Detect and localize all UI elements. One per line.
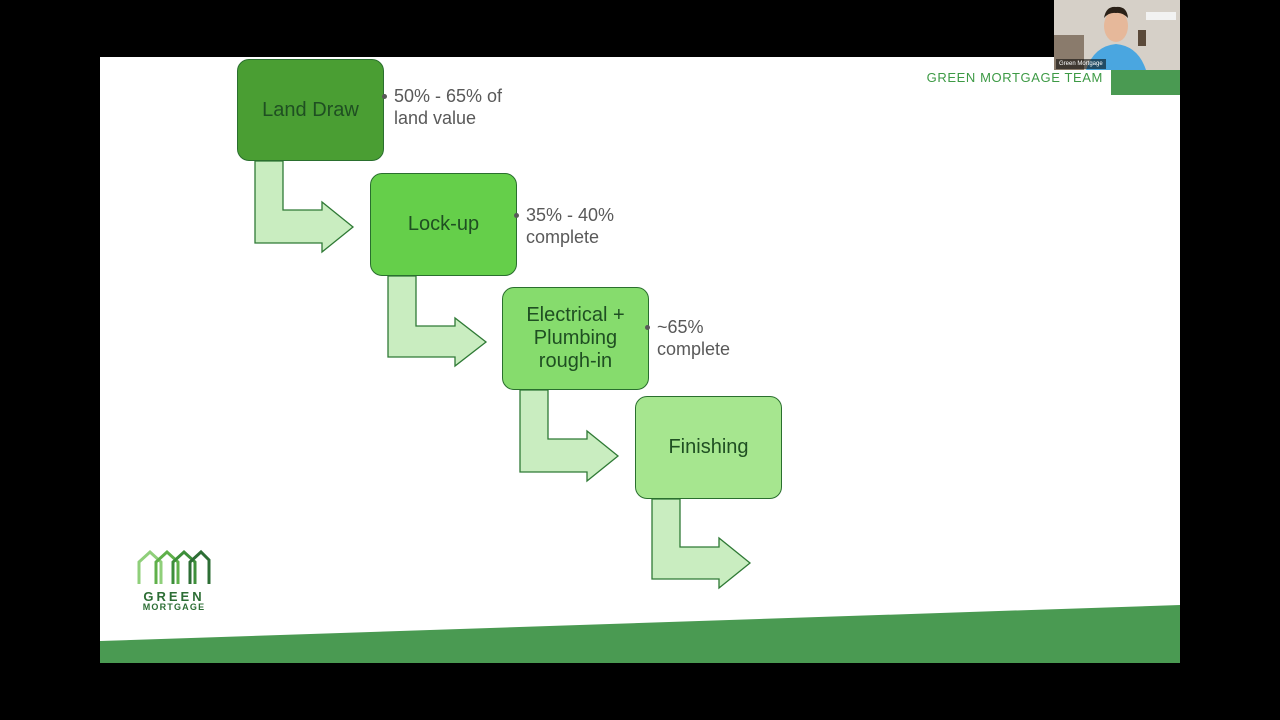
step-label: Finishing: [668, 436, 749, 458]
step-label-line: Electrical +: [526, 304, 625, 326]
logo-text-mortgage: MORTGAGE: [142, 602, 206, 612]
step-note-electrical-plumbing: ~65% complete: [645, 316, 731, 360]
step-box-electrical-plumbing: Electrical + Plumbing rough-in: [502, 287, 649, 390]
step-box-lock-up: Lock-up: [370, 173, 517, 276]
bullet-dot: [514, 213, 519, 218]
presentation-slide: GREEN MORTGAGE TEAM Land Draw 50% - 65% …: [100, 57, 1180, 663]
green-mortgage-logo: GREEN MORTGAGE: [136, 548, 212, 613]
step-label-line: Plumbing: [533, 327, 618, 349]
step-label-line: rough-in: [538, 350, 613, 372]
step-box-land-draw: Land Draw: [237, 59, 384, 161]
step-box-finishing: Finishing: [635, 396, 782, 499]
note-line: complete: [526, 227, 600, 247]
step-arrow-1: [254, 160, 355, 254]
step-label: Electrical + Plumbing rough-in: [526, 304, 624, 373]
note-line: ~65%: [657, 317, 704, 337]
step-note-lock-up: 35% - 40% complete: [514, 204, 615, 248]
bullet-dot: [382, 94, 387, 99]
header-accent-block: [1111, 69, 1180, 95]
note-line: land value: [394, 108, 477, 128]
step-label: Lock-up: [407, 213, 480, 235]
note-line: complete: [657, 339, 731, 359]
step-arrow-3: [519, 389, 620, 483]
participant-name-label: Green Mortgage: [1056, 59, 1106, 69]
step-note-land-draw: 50% - 65% of land value: [382, 85, 503, 129]
step-arrow-2: [387, 275, 488, 368]
note-line: 35% - 40%: [526, 205, 615, 225]
note-line: 50% - 65% of: [394, 86, 503, 106]
step-label: Land Draw: [262, 98, 359, 121]
bottom-band: [100, 605, 1180, 663]
houses-icon: [137, 549, 211, 584]
participant-video-tile[interactable]: Green Mortgage: [1054, 0, 1180, 70]
bullet-dot: [645, 325, 650, 330]
flow-arrows: [100, 160, 1180, 663]
step-arrow-4: [651, 498, 752, 590]
team-label: GREEN MORTGAGE TEAM: [926, 70, 1103, 85]
logo-text-green: GREEN: [143, 589, 205, 604]
